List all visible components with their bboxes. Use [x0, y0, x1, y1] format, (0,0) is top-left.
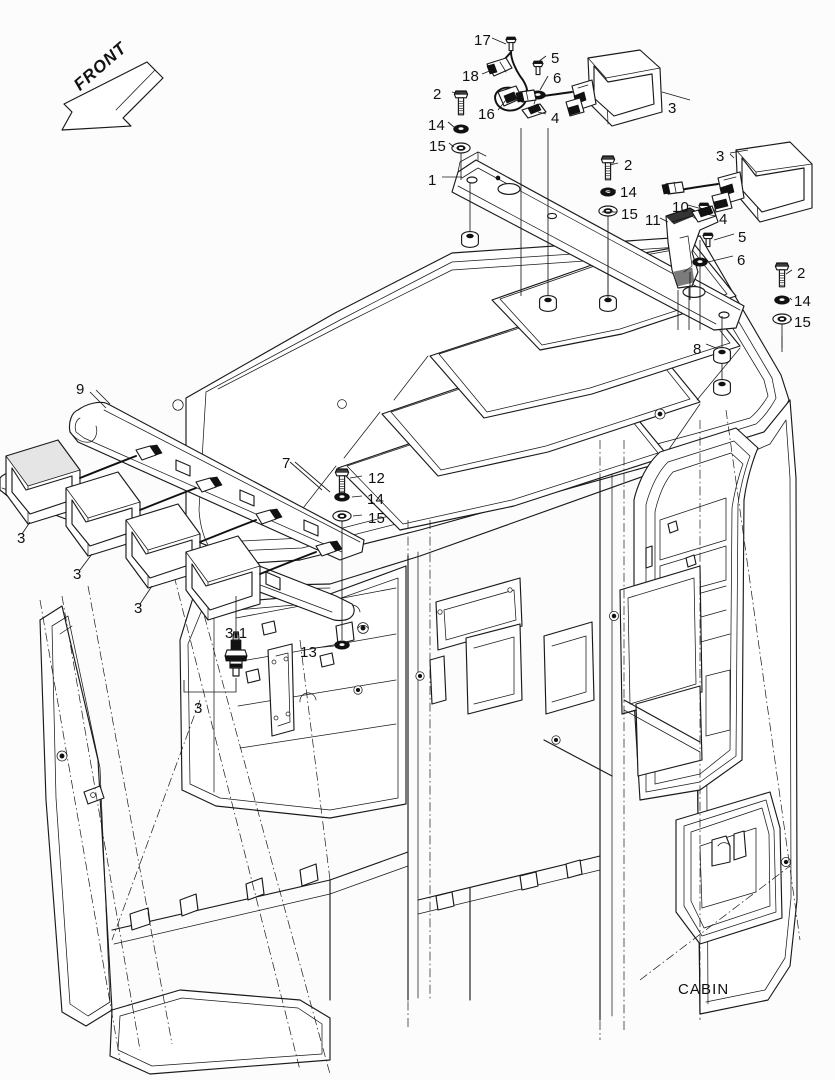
- callout-3-1-bulb: 3-1: [225, 625, 248, 642]
- callout-5-b: 5: [738, 229, 747, 246]
- callout-12: 12: [368, 470, 386, 487]
- callout-6-b: 6: [737, 252, 746, 269]
- callout-14-a: 14: [428, 117, 446, 134]
- callout-2-c: 2: [797, 265, 806, 282]
- callout-3-lamp-top: 3: [668, 100, 677, 117]
- callout-5-a: 5: [551, 50, 560, 67]
- callout-16: 16: [478, 106, 496, 123]
- callout-15-a: 15: [429, 138, 447, 155]
- callout-18: 18: [462, 68, 480, 85]
- callout-2-a: 2: [433, 86, 442, 103]
- callout-10: 10: [672, 199, 690, 216]
- callout-17: 17: [474, 32, 492, 49]
- callout-9: 9: [76, 381, 85, 398]
- cabin-footer-label: CABIN: [678, 981, 730, 998]
- callout-14-b: 14: [620, 184, 638, 201]
- callout-3-lamp-1: 3: [17, 530, 26, 547]
- callout-4-b: 4: [719, 211, 728, 228]
- callout-7: 7: [282, 455, 291, 472]
- callout-15-b: 15: [621, 206, 639, 223]
- callout-2-b: 2: [624, 157, 633, 174]
- callout-14-c: 14: [794, 293, 812, 310]
- callout-3-lamp-right: 3: [716, 148, 725, 165]
- callout-6-a: 6: [553, 70, 562, 87]
- callout-15-d: 15: [368, 510, 386, 527]
- callout-13: 13: [300, 644, 318, 661]
- callout-1: 1: [428, 172, 437, 189]
- callout-8: 8: [693, 341, 702, 358]
- callout-15-c: 15: [794, 314, 812, 331]
- callout-11: 11: [645, 212, 661, 229]
- callout-14-d: 14: [367, 491, 385, 508]
- callout-4-a: 4: [551, 110, 560, 127]
- callout-3-lamp-2: 3: [73, 566, 82, 583]
- callout-3-lamp-3: 3: [134, 600, 143, 617]
- callout-3-lamp-4: 3: [194, 700, 203, 717]
